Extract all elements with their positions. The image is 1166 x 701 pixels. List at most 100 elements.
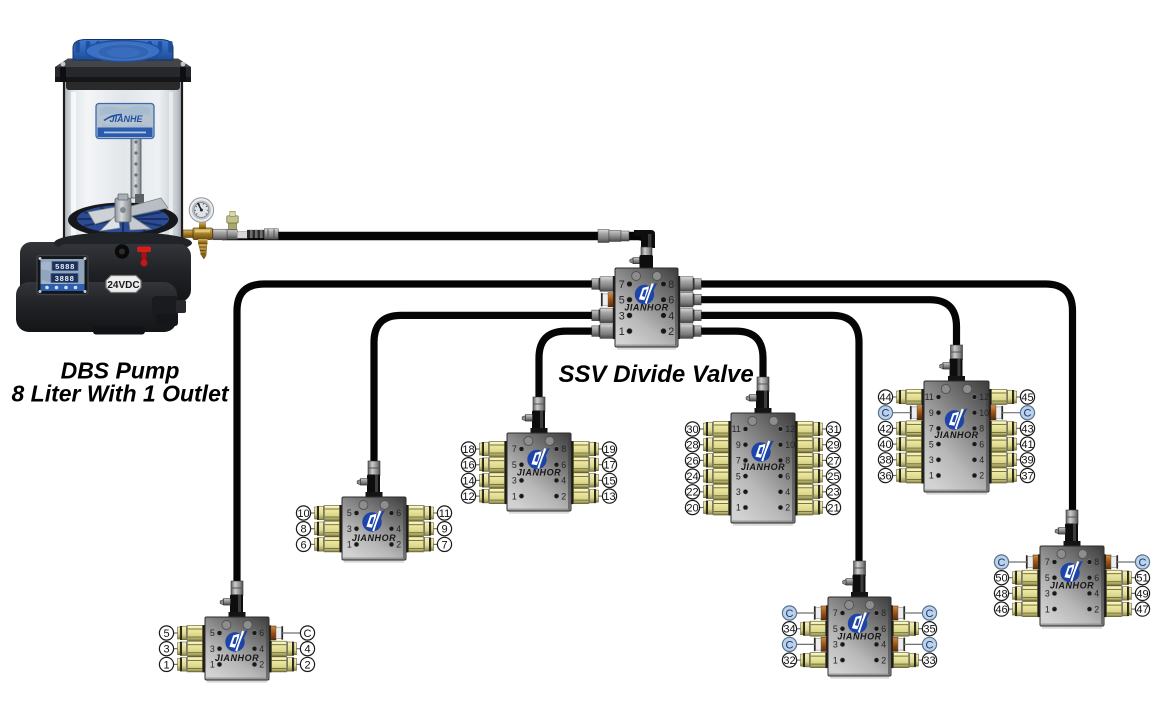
svg-text:16: 16	[462, 460, 474, 472]
svg-text:5: 5	[163, 628, 169, 640]
svg-text:23: 23	[827, 487, 839, 499]
svg-text:42: 42	[879, 423, 891, 435]
svg-text:1: 1	[736, 503, 741, 513]
svg-text:29: 29	[827, 440, 839, 452]
svg-text:2: 2	[259, 660, 264, 670]
svg-text:C: C	[786, 608, 794, 620]
svg-text:6: 6	[561, 460, 566, 470]
svg-text:7: 7	[512, 444, 517, 454]
svg-text:3: 3	[210, 644, 215, 654]
svg-text:5: 5	[512, 460, 517, 470]
svg-text:2: 2	[1094, 604, 1099, 614]
svg-text:2: 2	[881, 655, 886, 665]
svg-text:32: 32	[783, 655, 795, 667]
svg-text:9: 9	[929, 408, 934, 418]
svg-text:28: 28	[686, 440, 698, 452]
svg-text:8: 8	[881, 608, 886, 618]
svg-text:1: 1	[1045, 604, 1050, 614]
svg-text:8: 8	[561, 444, 566, 454]
svg-text:JIANHOR: JIANHOR	[624, 303, 668, 313]
svg-text:3: 3	[512, 476, 517, 486]
svg-text:8: 8	[1094, 557, 1099, 567]
svg-text:C: C	[998, 557, 1006, 569]
svg-text:11: 11	[925, 392, 934, 402]
svg-text:12: 12	[785, 424, 795, 434]
svg-text:6: 6	[300, 539, 306, 551]
svg-text:1: 1	[833, 655, 838, 665]
svg-text:2: 2	[304, 659, 310, 671]
svg-text:39: 39	[1021, 455, 1033, 467]
svg-text:10: 10	[785, 440, 795, 450]
svg-text:3: 3	[833, 640, 838, 650]
svg-text:24: 24	[686, 471, 698, 483]
svg-text:DBS Pump: DBS Pump	[61, 358, 180, 384]
svg-text:4: 4	[881, 640, 886, 650]
svg-text:3888: 3888	[54, 276, 74, 284]
svg-text:45: 45	[1021, 392, 1033, 404]
svg-text:40: 40	[879, 439, 891, 451]
svg-text:50: 50	[995, 573, 1007, 585]
svg-text:5: 5	[210, 628, 215, 638]
svg-text:1: 1	[619, 326, 625, 338]
svg-text:3: 3	[736, 487, 741, 497]
svg-text:3: 3	[163, 644, 169, 656]
svg-text:5: 5	[833, 624, 838, 634]
svg-text:11: 11	[439, 508, 450, 520]
svg-text:35: 35	[923, 624, 935, 636]
svg-text:47: 47	[1136, 604, 1148, 616]
svg-text:7: 7	[441, 539, 447, 551]
svg-text:6: 6	[785, 471, 790, 481]
svg-text:48: 48	[995, 588, 1007, 600]
svg-text:3: 3	[929, 455, 934, 465]
svg-text:5: 5	[347, 508, 352, 518]
svg-text:4: 4	[979, 455, 984, 465]
svg-text:14: 14	[462, 475, 474, 487]
svg-text:2: 2	[785, 503, 790, 513]
svg-text:22: 22	[686, 487, 698, 499]
svg-text:25: 25	[827, 471, 839, 483]
svg-text:7: 7	[736, 456, 741, 466]
svg-text:4: 4	[561, 476, 566, 486]
svg-text:21: 21	[827, 502, 839, 514]
svg-text:7: 7	[929, 424, 934, 434]
svg-text:8: 8	[785, 456, 790, 466]
svg-text:26: 26	[686, 455, 698, 467]
svg-text:41: 41	[1021, 439, 1033, 451]
svg-text:JIANHOR: JIANHOR	[741, 462, 785, 472]
svg-text:18: 18	[462, 444, 474, 456]
svg-text:JIANHOR: JIANHOR	[352, 533, 396, 543]
svg-text:C: C	[1139, 557, 1147, 569]
svg-text:4: 4	[304, 644, 310, 656]
svg-text:JIANHOR: JIANHOR	[934, 430, 978, 440]
svg-text:38: 38	[879, 455, 891, 467]
svg-text:36: 36	[879, 470, 891, 482]
svg-text:C: C	[926, 608, 934, 620]
svg-text:4: 4	[785, 487, 790, 497]
svg-text:JIANHOR: JIANHOR	[837, 632, 881, 642]
svg-text:10: 10	[979, 408, 989, 418]
svg-text:6: 6	[259, 628, 264, 638]
svg-text:1: 1	[929, 471, 934, 481]
svg-text:5: 5	[929, 439, 934, 449]
svg-text:11: 11	[732, 424, 741, 434]
svg-text:8 Liter With 1 Outlet: 8 Liter With 1 Outlet	[11, 381, 229, 407]
svg-text:1: 1	[163, 659, 169, 671]
svg-text:6: 6	[396, 508, 401, 518]
svg-text:5: 5	[736, 471, 741, 481]
svg-text:C: C	[786, 639, 794, 651]
svg-text:1: 1	[512, 491, 517, 501]
svg-text:6: 6	[668, 295, 674, 307]
svg-text:4: 4	[396, 524, 401, 534]
svg-text:13: 13	[603, 491, 615, 503]
svg-text:3: 3	[1045, 589, 1050, 599]
svg-text:49: 49	[1136, 588, 1148, 600]
svg-text:JIANHOR: JIANHOR	[215, 653, 259, 663]
svg-text:2: 2	[561, 491, 566, 501]
svg-text:17: 17	[603, 460, 615, 472]
svg-text:2: 2	[396, 540, 401, 550]
svg-text:8: 8	[300, 524, 306, 536]
svg-text:C: C	[304, 628, 312, 640]
svg-text:44: 44	[879, 392, 891, 404]
svg-text:7: 7	[1045, 557, 1050, 567]
svg-text:7: 7	[833, 608, 838, 618]
